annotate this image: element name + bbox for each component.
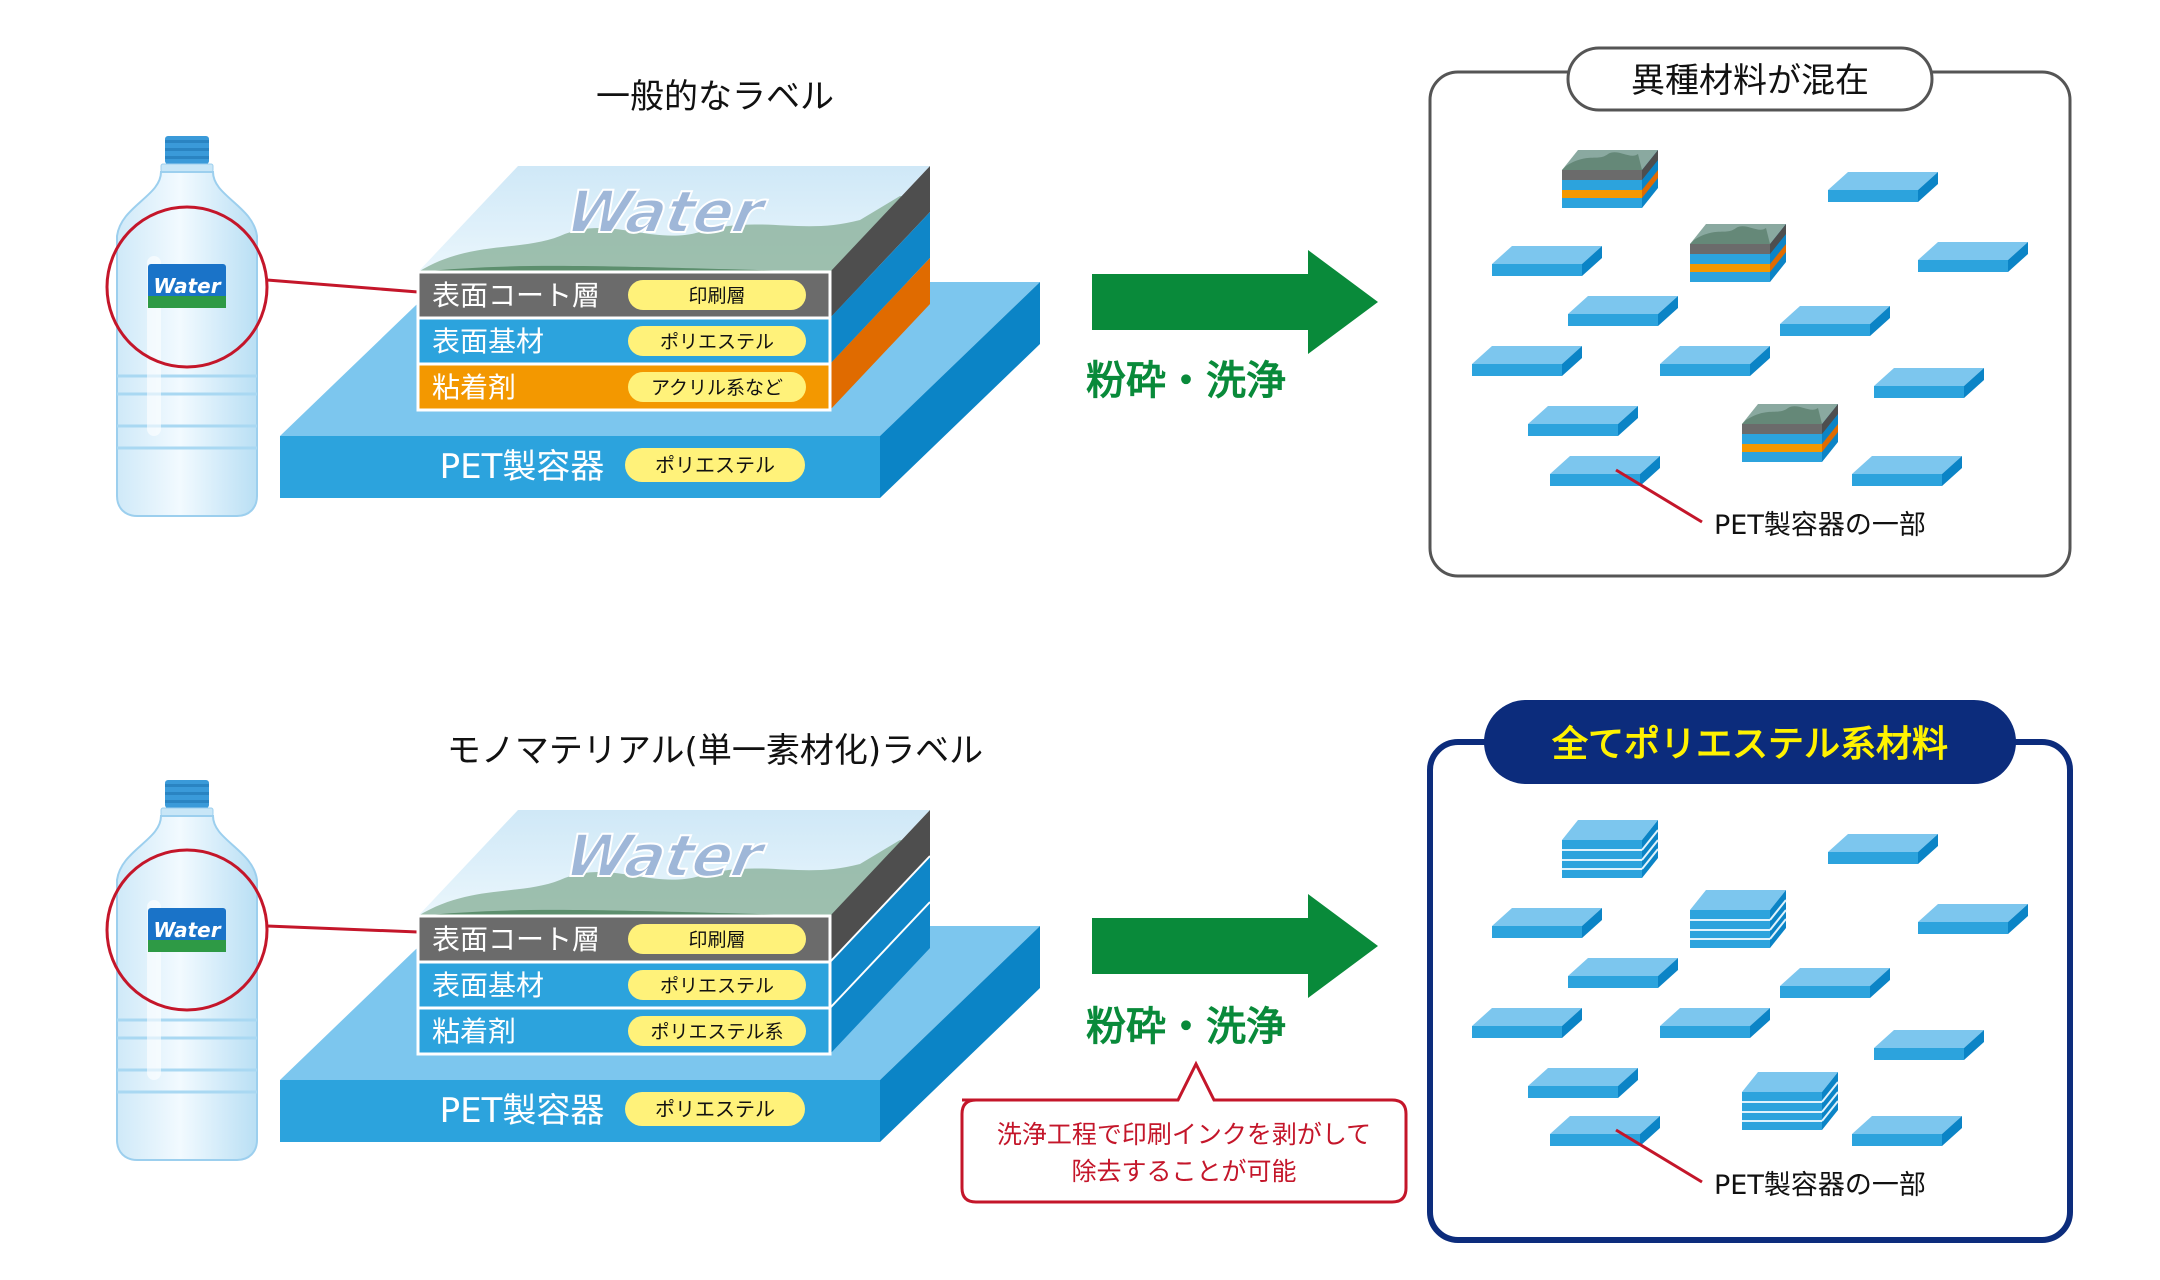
bottle-icon: [115, 134, 259, 518]
flake-icon: [1918, 242, 2028, 272]
layered-chip-icon: [1690, 224, 1786, 282]
layered-chip-icon: [1689, 889, 1787, 949]
zoom-circle: [105, 848, 269, 1012]
label-art-text: Water: [559, 823, 771, 890]
bottle-icon: [115, 778, 259, 1162]
pet-container-pill-text: ポリエステル: [655, 1097, 775, 1121]
layer-adhesive-label: 粘着剤: [432, 1015, 516, 1048]
layer-coat-label: 表面コート層: [432, 279, 600, 312]
zoom-circle: [105, 205, 269, 369]
flake-icon: [1828, 172, 1938, 202]
layer-base-label: 表面基材: [432, 969, 544, 1002]
callout-line2: 除去することが可能: [1071, 1157, 1296, 1186]
flake-icon: [1528, 406, 1638, 436]
section-general-label: 一般的なラベル Water PET製容器 ポリエステル Water 表面コート層…: [105, 46, 2072, 578]
flake-icon: [1550, 456, 1660, 486]
flake-icon: [1918, 904, 2028, 934]
arrow-right-icon: [1092, 250, 1378, 354]
arrow-right-icon: [1092, 894, 1378, 998]
result-title-pill: [1484, 700, 2016, 784]
layer-coat-pill: 印刷層: [688, 285, 745, 307]
pet-container-pill: [625, 1092, 805, 1126]
flake-icon: [1568, 958, 1678, 988]
process-label: 粉砕・洗浄: [1086, 358, 1286, 404]
layered-chip-icon: [1562, 150, 1658, 208]
zoom-leader: [266, 924, 419, 934]
section-mono-material-label: モノマテリアル(単一素材化)ラベル Water PET製容器 ポリエステル Wa…: [105, 700, 2073, 1243]
layer-base-pill: ポリエステル: [660, 975, 774, 997]
flake-icon: [1660, 346, 1770, 376]
layer-base-label: 表面基材: [432, 325, 544, 358]
flake-icon: [1780, 306, 1890, 336]
result-note: PET製容器の一部: [1714, 1170, 1926, 1201]
zoom-leader: [266, 278, 419, 294]
flake-icon: [1874, 368, 1984, 398]
pet-container-label: PET製容器: [440, 1091, 605, 1131]
layered-chip-icon: [1742, 404, 1838, 462]
flake-icon: [1828, 834, 1938, 864]
result-box-polyester: [1427, 739, 2073, 1243]
callout-box: [960, 1060, 1408, 1204]
layered-chip-icon: [1741, 1071, 1839, 1131]
flake-icon: [1852, 1116, 1962, 1146]
label-title: モノマテリアル(単一素材化)ラベル: [447, 731, 983, 771]
result-title-pill: [1566, 46, 1934, 112]
flake-icon: [1874, 1030, 1984, 1060]
layer-adhesive-pill: アクリル系など: [651, 377, 783, 399]
flake-icon: [1550, 1116, 1660, 1146]
layer-coat-pill: 印刷層: [688, 929, 745, 951]
pet-container-pill-text: ポリエステル: [655, 453, 775, 477]
pet-container-pill: [625, 448, 805, 482]
bottle-label-text: Water: [153, 274, 221, 298]
flake-icon: [1472, 1008, 1582, 1038]
layered-chip-icon: [1561, 819, 1659, 879]
label-title: 一般的なラベル: [596, 77, 834, 117]
note-leader: [1615, 1128, 1703, 1184]
pet-container-label: PET製容器: [440, 447, 605, 487]
layer-adhesive-label: 粘着剤: [432, 371, 516, 404]
result-box-mixed: [1428, 70, 2072, 578]
label-art-text: Water: [560, 179, 772, 246]
layer-coat-label: 表面コート層: [432, 923, 600, 956]
result-title: 全てポリエステル系材料: [1551, 723, 1948, 765]
flake-icon: [1852, 456, 1962, 486]
flake-icon: [1472, 346, 1582, 376]
pet-slab-side: [880, 282, 1040, 498]
layer-base-pill: ポリエステル: [660, 331, 774, 353]
flake-icon: [1492, 246, 1602, 276]
flake-icon: [1528, 1068, 1638, 1098]
flake-icon: [1780, 968, 1890, 998]
pet-slab-side: [880, 926, 1040, 1142]
note-leader: [1615, 468, 1703, 524]
result-title: 異種材料が混在: [1631, 61, 1869, 101]
flake-icon: [1492, 908, 1602, 938]
callout-line1: 洗浄工程で印刷インクを剥がして: [997, 1120, 1371, 1149]
flake-icon: [1568, 296, 1678, 326]
process-label: 粉砕・洗浄: [1086, 1004, 1286, 1050]
flake-icon: [1660, 1008, 1770, 1038]
bottle-label-text: Water: [153, 918, 221, 942]
layer-adhesive-pill: ポリエステル系: [650, 1021, 783, 1043]
result-note: PET製容器の一部: [1714, 510, 1926, 541]
